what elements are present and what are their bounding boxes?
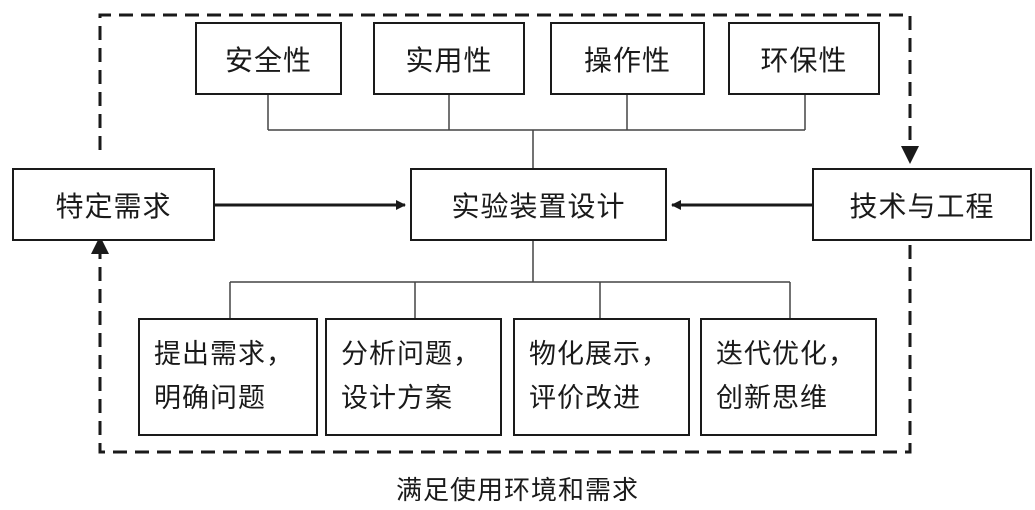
step-4-line-2: 创新思维 <box>716 383 828 414</box>
top-tree-connector <box>267 95 806 168</box>
step-4-line-1: 迭代优化， <box>716 339 856 370</box>
loop-arrow-down-icon <box>901 146 919 164</box>
step-box-2: 分析问题， 设计方案 <box>325 318 502 436</box>
step-box-4: 迭代优化， 创新思维 <box>700 318 877 436</box>
step-box-1: 提出需求， 明确问题 <box>138 318 318 436</box>
property-operability-box: 操作性 <box>550 22 705 95</box>
property-practicality-box: 实用性 <box>373 22 525 95</box>
tech-engineering-box: 技术与工程 <box>812 168 1032 241</box>
property-safety-box: 安全性 <box>195 22 342 95</box>
loop-top-path <box>98 13 912 150</box>
experiment-device-design-box: 实验装置设计 <box>410 168 667 241</box>
step-1-line-1: 提出需求， <box>154 339 294 370</box>
step-2-line-2: 设计方案 <box>341 383 453 414</box>
step-2-line-1: 分析问题， <box>341 339 481 370</box>
loop-arrow-up-icon <box>91 236 109 254</box>
step-3-line-1: 物化展示， <box>529 339 669 370</box>
feedback-loop <box>98 13 912 454</box>
step-box-3: 物化展示， 评价改进 <box>513 318 690 436</box>
specific-needs-box: 特定需求 <box>12 168 215 241</box>
loop-caption: 满足使用环境和需求 <box>395 476 639 506</box>
step-1-line-2: 明确问题 <box>154 383 266 414</box>
property-eco-box: 环保性 <box>728 22 880 95</box>
step-3-line-2: 评价改进 <box>529 383 641 414</box>
bottom-tree-connector <box>229 240 791 318</box>
